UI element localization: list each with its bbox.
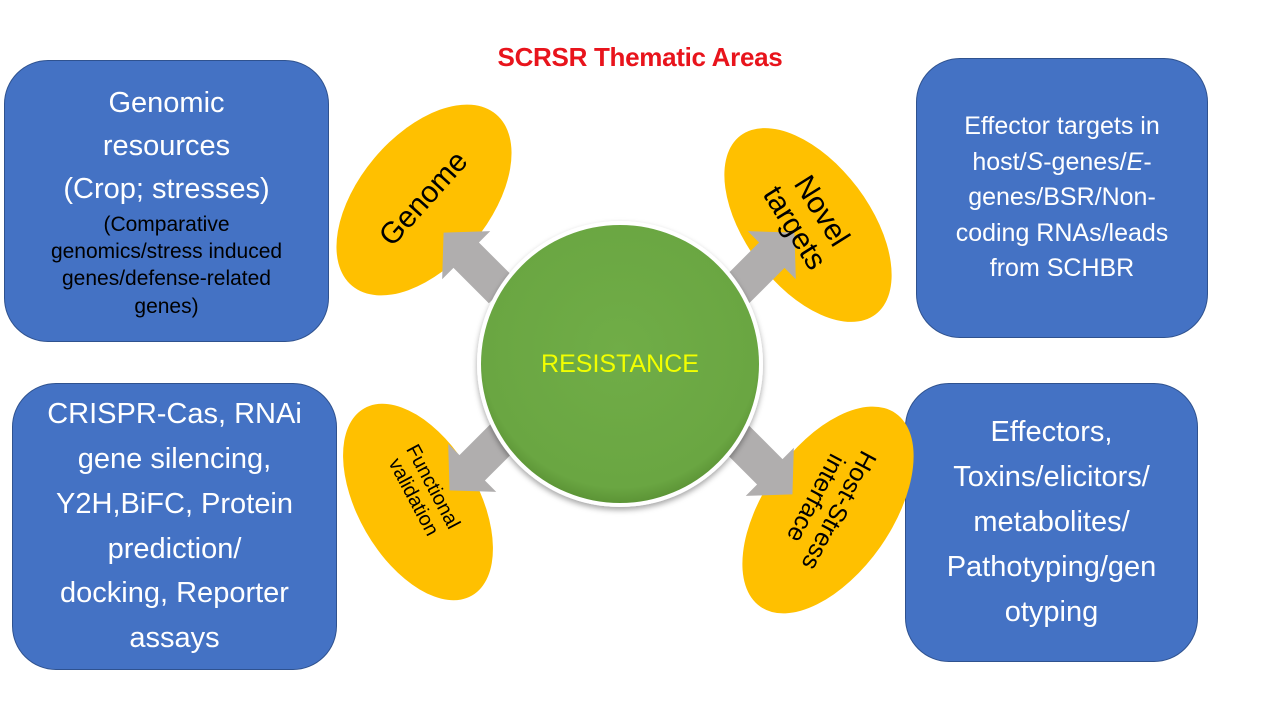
box-text-line: metabolites/ <box>973 506 1130 539</box>
box-text-line: prediction/ <box>107 532 242 565</box>
box-text-line: otyping <box>1004 595 1099 628</box>
italic-gene-e: E <box>1126 147 1144 176</box>
box-text-line: Effector targets in <box>964 112 1160 141</box>
box-text-line: host/S-genes/E- <box>956 145 1169 181</box>
box-subtext-line: (Comparative <box>103 212 230 236</box>
text-fragment: - <box>1143 147 1152 176</box>
box-text-line: Pathotyping/gen <box>946 550 1157 583</box>
box-text-line: resources <box>102 129 231 162</box>
box-text-line: from SCHBR <box>989 254 1135 283</box>
ellipse-novel-targets <box>724 128 892 322</box>
box-text-line: genes/BSR/Non- <box>968 183 1156 212</box>
box-text-line: Toxins/elicitors/ <box>953 461 1150 494</box>
arrow-to-novel-targets <box>723 231 796 304</box>
arrow-to-genome <box>442 231 515 304</box>
box-text-line: Effectors, <box>990 416 1113 449</box>
box-subtext-line: genes) <box>134 294 199 318</box>
box-functional-tools: CRISPR-Cas, RNAi gene silencing, Y2H,BiF… <box>12 383 337 670</box>
box-text-line: Y2H,BiFC, Protein <box>56 487 293 520</box>
box-subtext-line: genomics/stress induced <box>50 240 283 264</box>
text-fragment: host/ <box>972 147 1027 176</box>
box-effector-targets: Effector targets in host/S-genes/E- gene… <box>916 58 1208 338</box>
box-text-line: coding RNAs/leads <box>955 218 1169 247</box>
box-genomic-resources: Genomic resources (Crop; stresses) (Comp… <box>4 60 329 342</box>
box-text-line: CRISPR-Cas, RNAi <box>47 397 302 430</box>
box-text-line: Genomic <box>108 87 225 120</box>
box-text-line: docking, Reporter <box>60 577 289 610</box>
ellipse-host-stress <box>742 406 914 614</box>
box-effectors-toxins: Effectors, Toxins/elicitors/ metabolites… <box>905 383 1198 662</box>
text-fragment: -genes/ <box>1043 147 1127 176</box>
diagram-title: SCRSR Thematic Areas <box>497 42 783 72</box>
box-text-line: gene silencing, <box>77 442 272 475</box>
box-text-line: (Crop; stresses) <box>63 172 270 205</box>
box-text-line: assays <box>129 622 220 655</box>
box-subtext-line: genes/defense-related <box>62 267 271 291</box>
center-label: RESISTANCE <box>541 350 699 378</box>
italic-gene-s: S <box>1026 147 1044 176</box>
center-circle-resistance <box>481 225 759 503</box>
